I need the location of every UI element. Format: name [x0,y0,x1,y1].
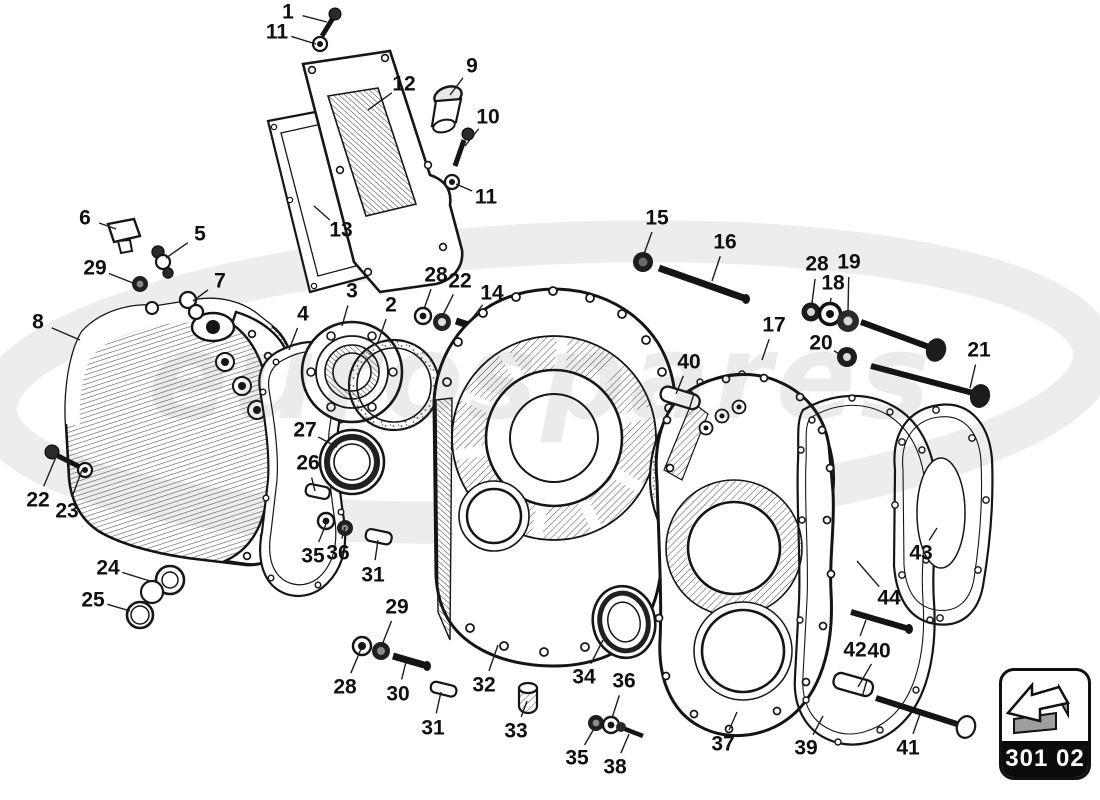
callout-1: 1 [282,0,294,24]
part-plug-24 [139,564,186,605]
callout-8: 8 [32,310,44,334]
callout-11: 11 [265,20,289,44]
part-washer-28b [413,306,433,326]
callout-31: 31 [361,563,385,587]
callout-17: 17 [762,313,786,337]
callout-22: 22 [448,269,472,293]
callout-29: 29 [83,256,107,280]
callout-32: 32 [472,673,496,697]
part-washer-28a [351,635,373,657]
callout-41: 41 [896,736,920,760]
part-pin-40a [659,385,701,411]
part-plug-9 [430,85,463,134]
part-nut-29b [372,642,390,660]
part-washer-20 [837,347,857,367]
part-nut-15 [633,252,653,272]
part-stud-30 [392,652,431,671]
callout-15: 15 [645,206,669,230]
callout-21: 21 [967,338,991,362]
callout-5: 5 [194,222,206,246]
part-seal-34 [591,584,657,660]
callout-35: 35 [301,544,325,568]
part-plug-7 [178,290,205,321]
page-code-badge: 301 02 [999,668,1091,780]
callout-37: 37 [711,732,735,756]
callout-11: 11 [474,185,498,209]
page-code: 301 02 [1002,741,1088,777]
callout-30: 30 [386,682,410,706]
callout-42: 42 [843,638,867,662]
callout-38: 38 [603,755,627,779]
callout-34: 34 [572,665,596,689]
callout-28: 28 [333,675,357,699]
callout-16: 16 [713,230,737,254]
callout-40: 40 [677,350,701,374]
part-bolt-38 [616,722,644,739]
callout-20: 20 [809,331,833,355]
callout-33: 33 [504,719,528,743]
callout-35: 35 [565,746,589,770]
callout-9: 9 [466,54,478,78]
callout-14: 14 [480,281,504,305]
callout-28: 28 [805,252,829,276]
callout-26: 26 [296,451,320,475]
part-washer-19 [837,310,859,332]
part-bolt-22a [44,444,82,470]
callout-25: 25 [81,588,105,612]
callout-36: 36 [612,669,636,693]
part-gasket-43 [891,403,994,626]
callout-19: 19 [837,250,861,274]
part-washer-11a [311,35,329,53]
callout-29: 29 [385,595,409,619]
callout-2: 2 [385,293,397,317]
callout-10: 10 [476,105,500,129]
callout-3: 3 [346,279,358,303]
page-arrow-icon [1005,681,1070,735]
part-plug-6 [106,217,142,255]
part-bolt-upper [859,319,947,362]
callout-4: 4 [297,302,309,326]
callout-44: 44 [877,586,901,610]
part-bushing-33 [517,681,539,715]
part-cover-37 [654,373,836,738]
callout-39: 39 [794,736,818,760]
part-washer-23 [76,461,94,479]
part-bolt-1 [319,7,342,38]
part-nut-35b [588,715,604,731]
part-nut-29a [132,276,148,292]
callout-31: 31 [421,716,445,740]
part-stud-41 [875,695,977,739]
callout-23: 23 [55,499,79,523]
part-nut-28c [801,302,821,322]
part-pin-40b [832,671,875,698]
callout-6: 6 [79,206,91,230]
part-ring-25 [125,600,155,630]
callout-40: 40 [867,639,891,663]
callout-18: 18 [821,271,845,295]
part-washer-11b [443,173,461,191]
callout-24: 24 [96,556,120,580]
part-cover-plate-12 [301,49,464,294]
part-stud-16 [657,264,750,304]
part-washer-22b [433,313,451,331]
part-pin-26 [304,482,331,501]
part-bolt-21 [870,363,991,408]
part-nut-35a [316,511,336,531]
part-housing-8 [64,297,299,567]
callout-27: 27 [293,418,317,442]
callout-22: 22 [26,488,50,512]
callout-7: 7 [214,269,226,293]
callout-12: 12 [392,72,416,96]
callout-43: 43 [909,541,933,565]
part-stud-42 [850,609,913,634]
callout-36: 36 [326,541,350,565]
part-pin-31b [429,680,458,698]
callout-28: 28 [424,263,448,287]
callout-13: 13 [329,218,353,242]
